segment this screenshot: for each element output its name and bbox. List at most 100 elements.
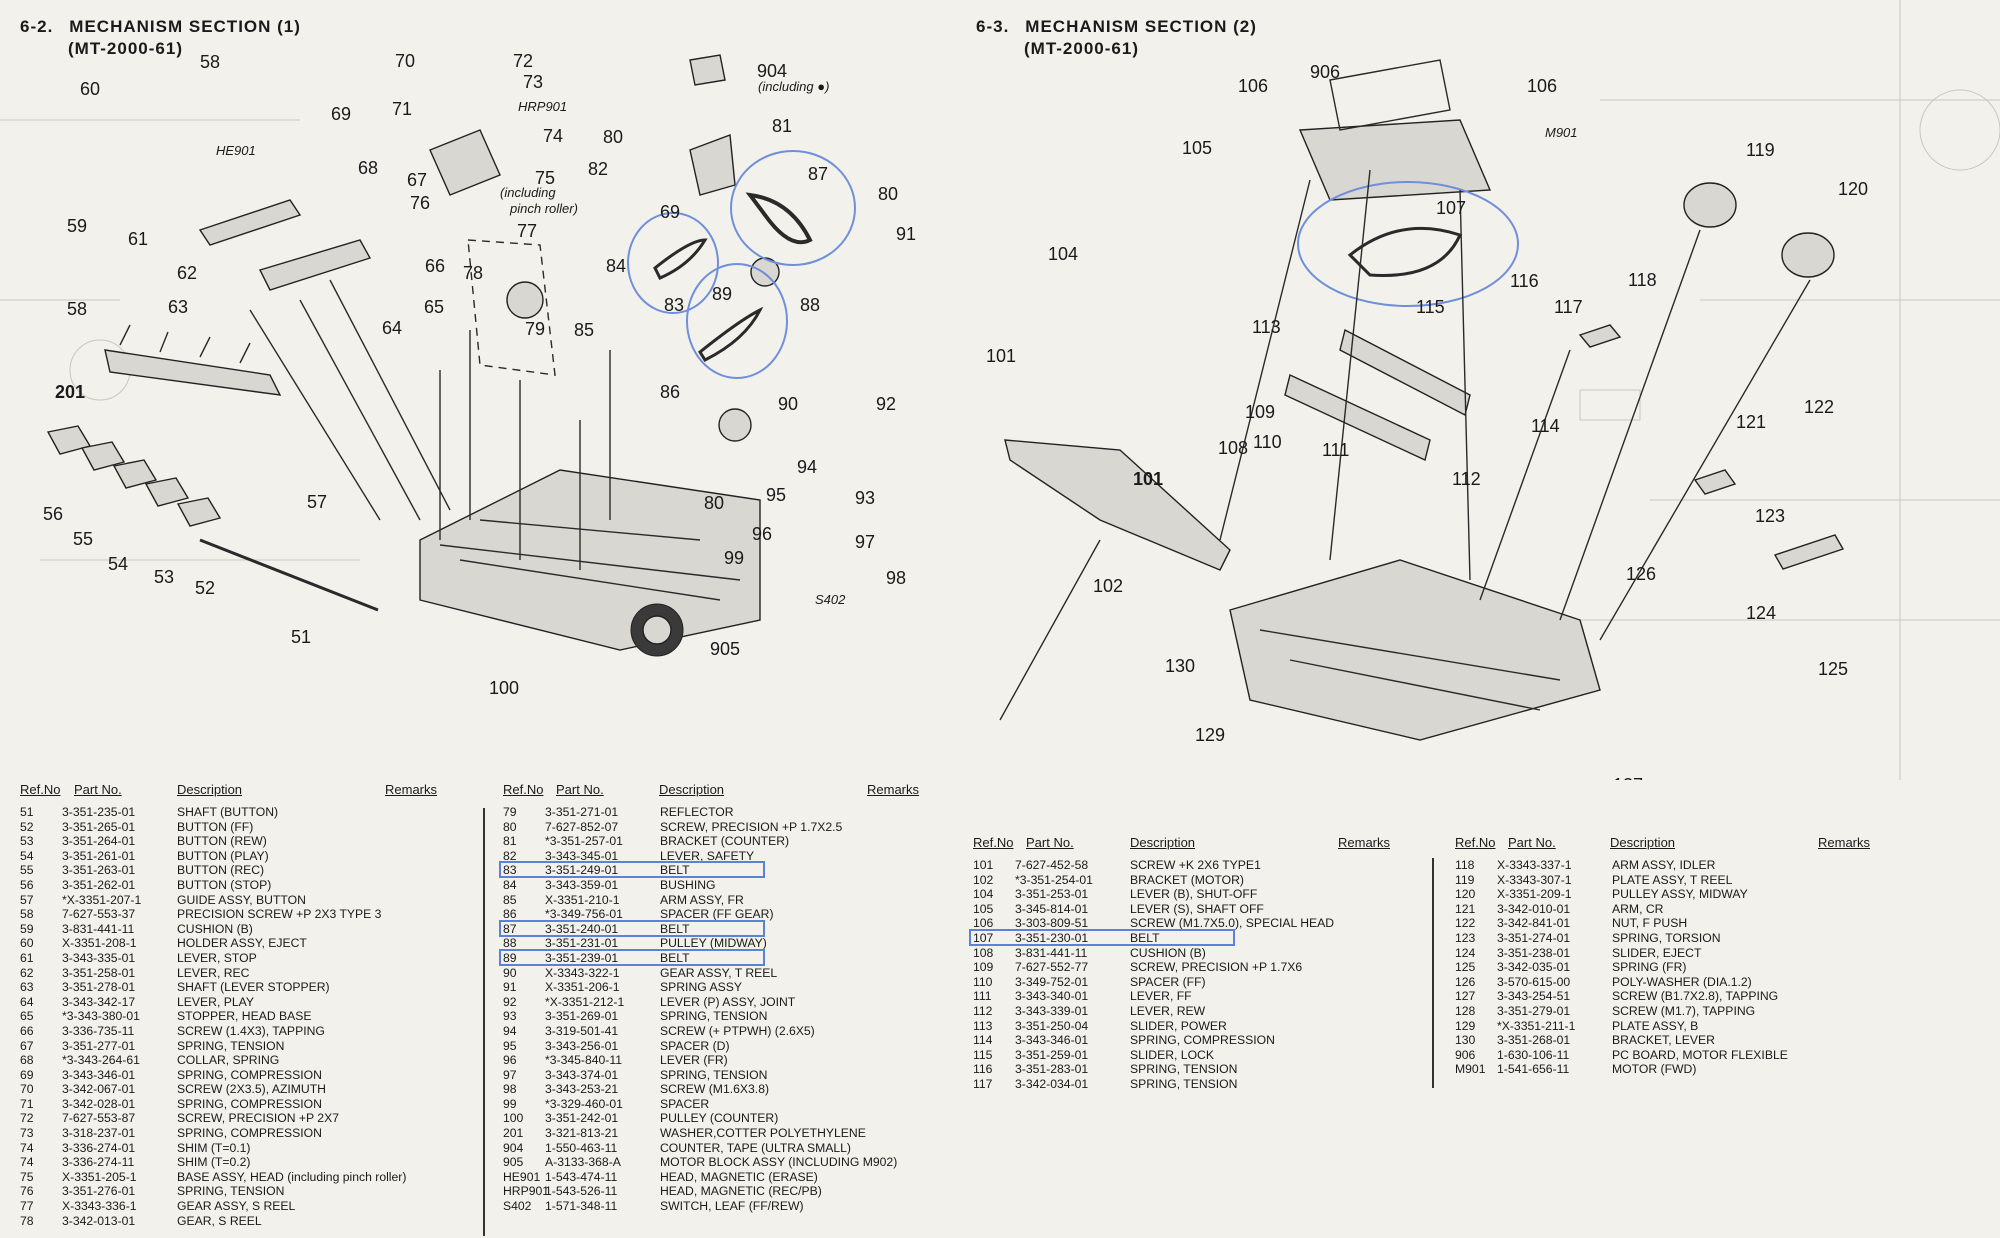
cell-desc: COLLAR, SPRING [177,1053,280,1068]
cell-desc: SPACER (D) [660,1038,730,1053]
cell-desc: STOPPER, HEAD BASE [177,1009,312,1024]
col-desc: Description [659,782,725,797]
cell-desc: LEVER (S), SHAFT OFF [1130,901,1264,916]
cell-ref: 113 [973,1018,993,1033]
cell-desc: SPRING, TORSION [1612,930,1721,945]
callout-89: 89 [712,284,732,304]
cell-part: 3-351-263-01 [62,863,136,878]
cell-part: 3-343-340-01 [1015,989,1089,1004]
cell-part: 3-351-279-01 [1497,1003,1571,1018]
counter-bracket [689,134,736,196]
cell-part: 3-351-278-01 [62,980,136,995]
callout-904-note: (including ●) [758,79,829,94]
cell-desc: SCREW +K 2X6 TYPE1 [1130,858,1261,872]
button-guide [104,349,282,396]
cell-part: 3-343-254-51 [1497,989,1571,1004]
col-ref: Ref.No [20,782,61,797]
callout-78: 78 [463,263,483,283]
cell-ref: 59 [20,921,34,936]
cell-part: *3-343-380-01 [62,1009,140,1024]
highlight-83 [627,212,719,314]
cell-part: *3-329-460-01 [545,1096,623,1111]
cell-desc: SPACER (FF GEAR) [660,907,774,922]
cell-part: X-3351-206-1 [545,980,620,995]
callout-118: 118 [1628,270,1657,290]
cell-part: 3-831-441-11 [1015,945,1088,960]
cell-desc: SPRING, TENSION [1130,1076,1238,1091]
cell-part: *X-3351-212-1 [545,994,625,1009]
cell-part: 3-342-028-01 [62,1096,136,1111]
cell-desc: BUTTON (FF) [177,819,254,834]
cell-ref: 114 [973,1033,993,1048]
callout-75-note1: (including [500,185,556,200]
cell-ref: 62 [20,965,34,980]
shaft-button [199,538,379,612]
callout-69: 69 [331,104,351,124]
table1-header: Ref.No Part No. Description Remarks [20,782,480,805]
callout-90: 90 [778,394,798,414]
cell-desc: PULLEY (MIDWAY) [660,936,767,951]
cell-ref: 68 [20,1053,34,1068]
cell-ref: 63 [20,980,34,995]
cell-ref: 906 [1455,1047,1476,1062]
callout-68: 68 [358,158,378,178]
cell-ref: 53 [20,834,34,849]
callout-122: 122 [1804,397,1834,417]
callout-73: 73 [523,72,543,92]
belt-89 [698,306,764,362]
callout-124: 124 [1746,603,1776,623]
lever-play [259,239,372,291]
cell-part: X-3343-307-1 [1497,872,1572,887]
cell-part: 3-351-277-01 [62,1038,136,1053]
cell-part: X-3351-208-1 [62,936,137,951]
t-reel-plate [1683,182,1737,228]
cell-desc: BELT [660,950,690,965]
cell-ref: 109 [973,960,994,975]
callouts-section1: 58 60 70 72 73 HRP901 74 71 69 HE901 68 … [43,51,916,698]
callout-72: 72 [513,51,533,71]
callout-88: 88 [800,295,820,315]
col-part: Part No. [1026,835,1074,850]
callout-83: 83 [664,295,684,315]
cell-desc: SPRING, TENSION [177,1184,285,1199]
col-desc: Description [1610,835,1676,850]
col-ref: Ref.No [1455,835,1496,850]
cell-part: 3-351-240-01 [545,921,619,936]
cell-part: 3-831-441-11 [62,921,135,936]
cell-ref: 121 [1455,901,1476,916]
belt-87 [745,192,813,245]
callout-71: 71 [392,99,412,119]
callout-61: 61 [128,229,148,249]
cell-desc: SPRING, TENSION [660,1067,768,1082]
cell-part: 3-343-346-01 [62,1067,136,1082]
cell-part: 3-351-253-01 [1015,887,1089,902]
section2-number: 6-3. [976,17,1010,36]
callout-904: 904 [757,61,787,81]
cell-desc: LEVER (FR) [660,1053,728,1068]
cell-desc: HEAD, MAGNETIC (REC/PB) [660,1184,822,1199]
cell-ref: 97 [503,1067,517,1082]
belt-83 [653,238,708,280]
section2-title: 6-3.MECHANISM SECTION (2) (MT-2000-61) [976,16,1257,60]
cell-ref: 66 [20,1023,34,1038]
section1-number: 6-2. [20,17,54,36]
